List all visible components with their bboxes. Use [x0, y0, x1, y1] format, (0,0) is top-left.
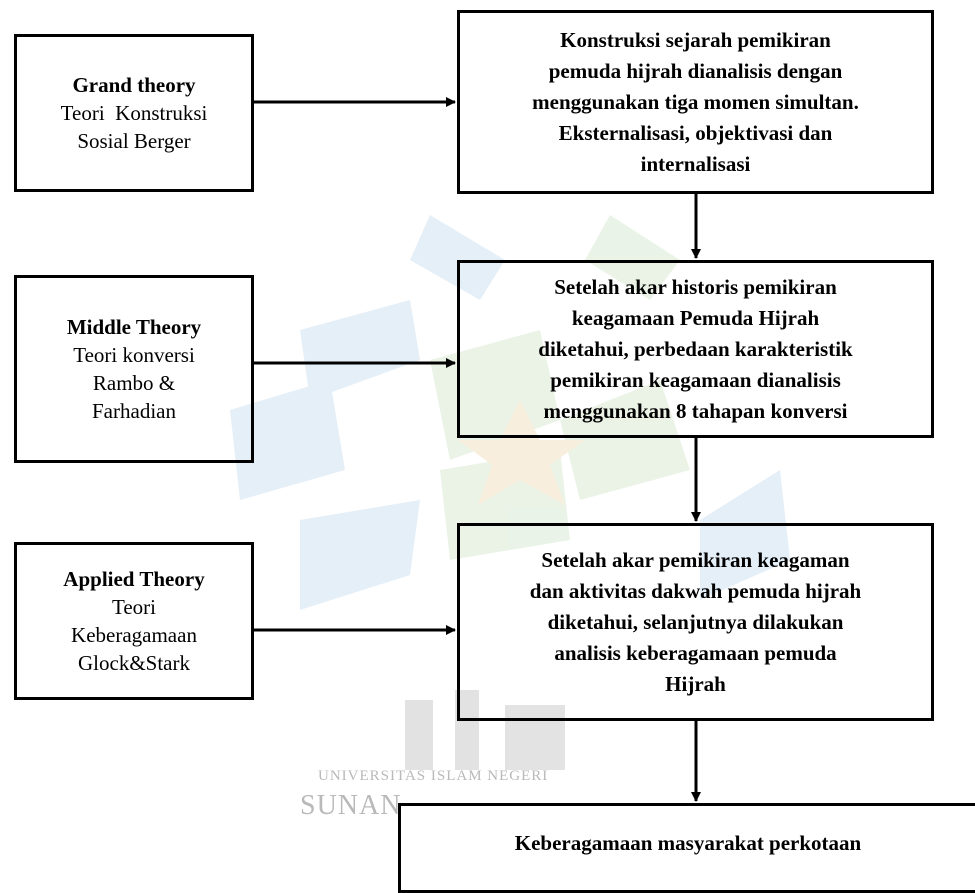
- step-2-line-5: menggunakan 8 tahapan konversi: [543, 398, 848, 423]
- grand-theory-line-2: Sosial Berger: [77, 129, 191, 153]
- grand-theory-box: Grand theory Teori Konstruksi Sosial Ber…: [14, 34, 254, 192]
- step-3-line-3: diketahui, selanjutnya dilakukan: [547, 609, 844, 634]
- step-3-line-5: Hijrah: [665, 671, 726, 696]
- step-1-line-1: Konstruksi sejarah pemikiran: [560, 27, 831, 52]
- grand-theory-title: Grand theory: [72, 73, 196, 97]
- step-2-line-2: keagamaan Pemuda Hijrah: [571, 305, 820, 330]
- applied-theory-line-1: Teori: [111, 595, 156, 619]
- step-3-line-1: Setelah akar pemikiran keagaman: [541, 547, 850, 572]
- step-1-box: Konstruksi sejarah pemikiran pemuda hijr…: [457, 10, 934, 194]
- step-3-box: Setelah akar pemikiran keagaman dan akti…: [457, 523, 934, 721]
- grand-theory-line-1: Teori Konstruksi: [60, 101, 208, 125]
- applied-theory-line-2: Keberagamaan: [71, 623, 197, 647]
- step-1-line-5: internalisasi: [640, 151, 751, 176]
- step-2-box: Setelah akar historis pemikiran keagamaa…: [457, 260, 934, 438]
- middle-theory-title: Middle Theory: [66, 315, 202, 339]
- middle-theory-box: Middle Theory Teori konversi Rambo & Far…: [14, 275, 254, 463]
- middle-theory-line-3: Farhadian: [92, 399, 176, 423]
- watermark-line-2: SUNAN: [300, 790, 402, 821]
- applied-theory-line-3: Glock&Stark: [78, 651, 190, 675]
- step-2-line-4: pemikiran keagamaan dianalisis: [550, 367, 841, 392]
- step-2-line-3: diketahui, perbedaan karakteristik: [538, 336, 853, 361]
- step-2-line-1: Setelah akar historis pemikiran: [554, 274, 837, 299]
- watermark-line-1: UNIVERSITAS ISLAM NEGERI: [318, 768, 549, 784]
- applied-theory-title: Applied Theory: [63, 567, 205, 591]
- step-3-line-4: analisis keberagamaan pemuda: [554, 640, 837, 665]
- applied-theory-box: Applied Theory Teori Keberagamaan Glock&…: [14, 542, 254, 700]
- middle-theory-line-2: Rambo &: [92, 371, 176, 395]
- step-1-line-3: menggunakan tiga momen simultan.: [532, 89, 859, 114]
- step-4-line-1: Keberagamaan masyarakat perkotaan: [514, 831, 862, 855]
- step-1-line-4: Eksternalisasi, objektivasi dan: [558, 120, 833, 145]
- middle-theory-line-1: Teori konversi: [73, 343, 195, 367]
- step-3-line-2: dan aktivitas dakwah pemuda hijrah: [529, 578, 862, 603]
- step-1-line-2: pemuda hijrah dianalisis dengan: [548, 58, 843, 83]
